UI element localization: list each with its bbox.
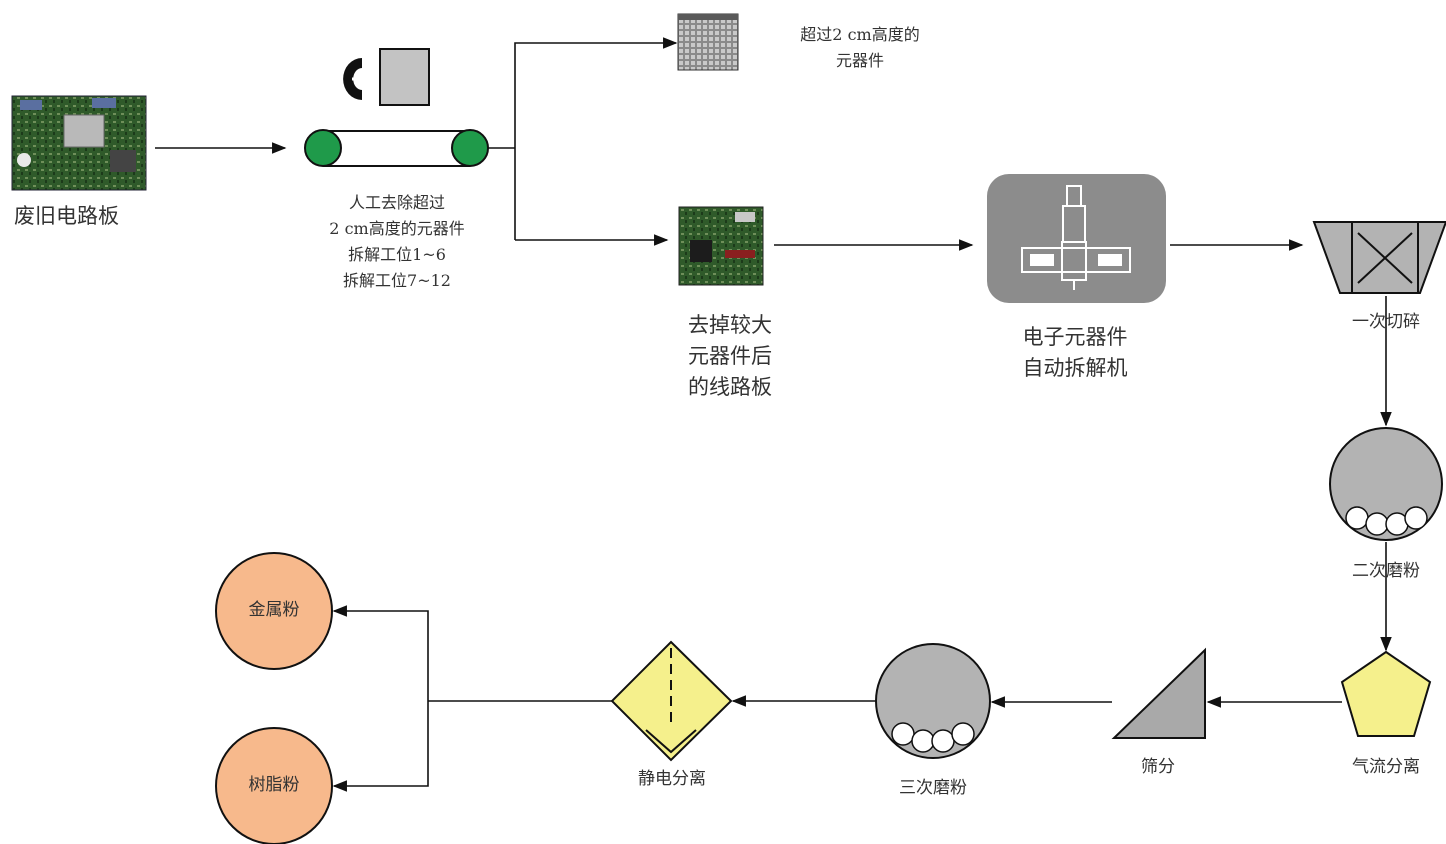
board-after-removal-label: 去掉较大 元器件后 的线路板 <box>688 313 772 399</box>
resin-powder-label: 树脂粉 <box>248 775 300 795</box>
tall-components-label: 超过2 cm高度的 元器件 <box>800 25 920 70</box>
secondary-grinding-label: 二次磨粉 <box>1352 561 1420 581</box>
electrostatic-separator-icon <box>610 640 733 762</box>
metal-powder-circle <box>215 552 333 670</box>
cutter-icon <box>343 58 372 100</box>
auto-dismantler-label: 电子元器件 自动拆解机 <box>1022 325 1128 380</box>
flow-arrows <box>155 37 1392 792</box>
conveyor-belt-icon <box>304 129 489 167</box>
primary-shredding-label: 一次切碎 <box>1352 312 1420 332</box>
ball-mill-secondary-icon <box>1329 427 1443 541</box>
resin-powder-circle <box>215 727 333 844</box>
tall-components-image <box>677 13 739 71</box>
ball-mill-tertiary-icon <box>875 643 991 759</box>
screen-icon <box>1111 647 1206 739</box>
air-separator-icon <box>1340 650 1432 737</box>
manual-removal-label: 人工去除超过 2 cm高度的元器件 拆解工位1~6 拆解工位7~12 <box>329 193 465 290</box>
waste-pcb-label: 废旧电路板 <box>14 204 119 228</box>
component-block <box>379 48 430 106</box>
shredder-icon <box>1312 221 1446 294</box>
screening-label: 筛分 <box>1141 757 1175 777</box>
metal-powder-label: 金属粉 <box>248 600 300 620</box>
tertiary-grinding-label: 三次磨粉 <box>899 778 967 798</box>
waste-pcb-image <box>11 95 147 191</box>
board-after-removal-image <box>678 206 764 286</box>
air-separation-label: 气流分离 <box>1352 757 1420 777</box>
electrostatic-separation-label: 静电分离 <box>638 769 706 789</box>
dismantling-machine-icon <box>987 174 1166 303</box>
